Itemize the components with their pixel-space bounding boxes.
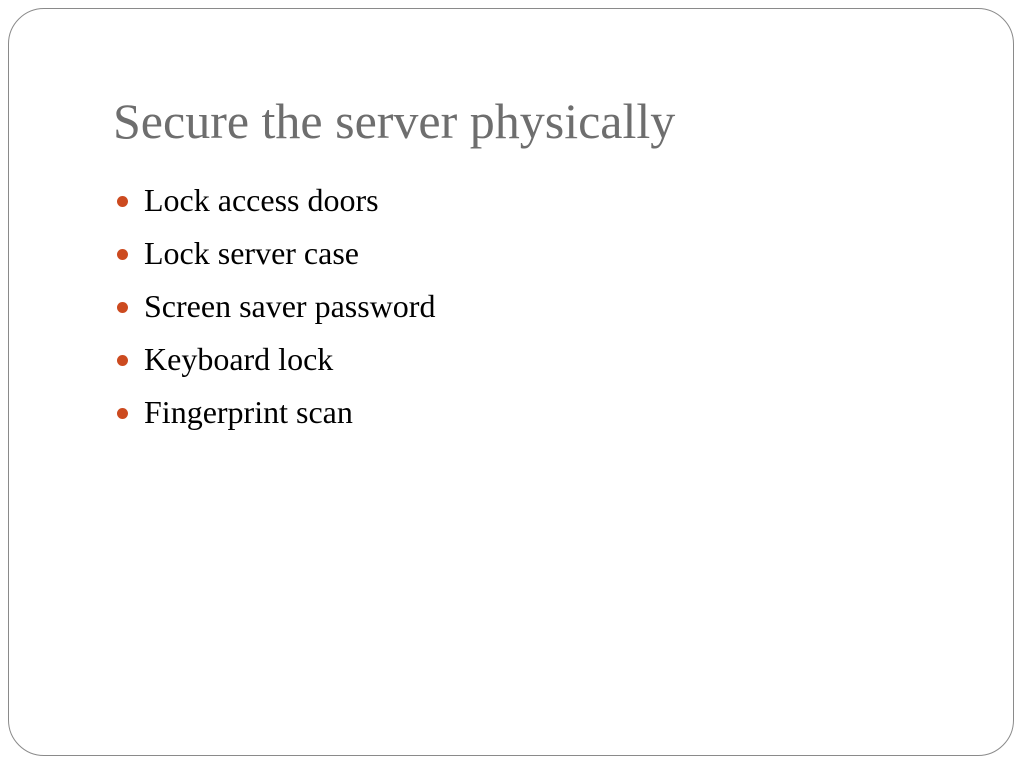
list-item: Lock server case [117,227,435,280]
bullet-dot-icon [117,196,128,207]
bullet-text: Fingerprint scan [144,394,353,430]
list-item: Fingerprint scan [117,386,435,439]
bullet-text: Screen saver password [144,288,436,324]
list-item: Keyboard lock [117,333,435,386]
slide-title: Secure the server physically [113,93,676,149]
bullet-list: Lock access doors Lock server case Scree… [117,174,435,439]
bullet-dot-icon [117,302,128,313]
bullet-dot-icon [117,249,128,260]
bullet-text: Keyboard lock [144,341,334,377]
bullet-text: Lock server case [144,235,359,271]
slide-frame: Secure the server physically Lock access… [8,8,1014,756]
list-item: Lock access doors [117,174,435,227]
bullet-dot-icon [117,408,128,419]
bullet-text: Lock access doors [144,182,379,218]
bullet-dot-icon [117,355,128,366]
list-item: Screen saver password [117,280,435,333]
